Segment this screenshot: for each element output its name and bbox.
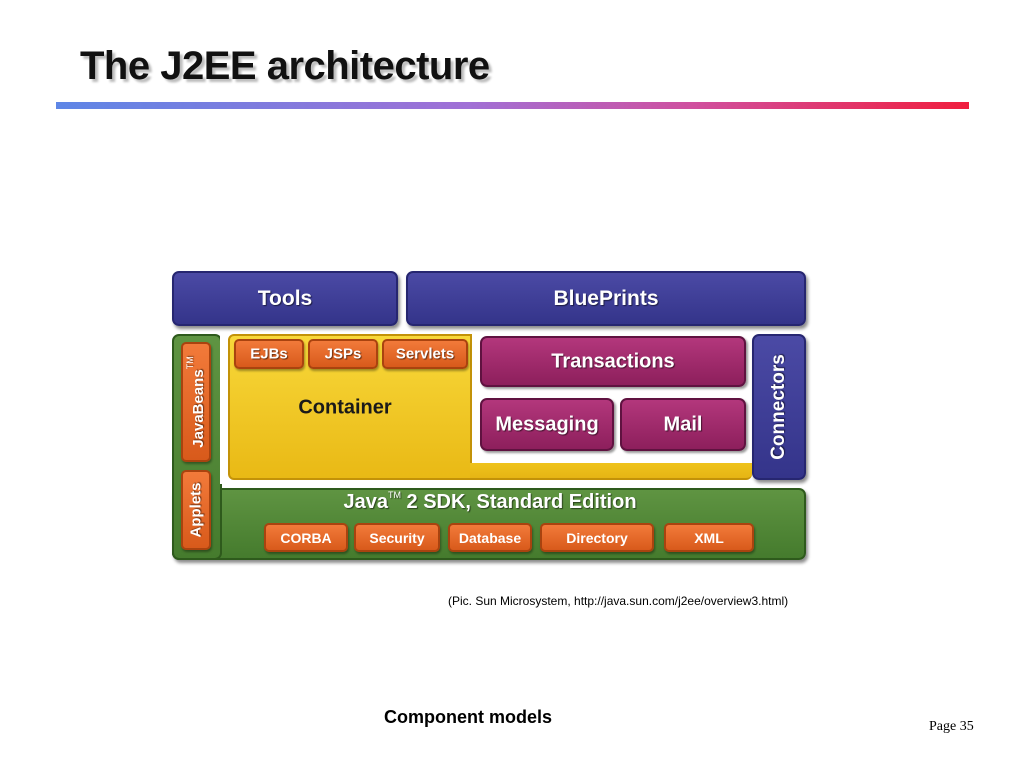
messaging-block: Messaging (480, 398, 614, 451)
corba-block: CORBA (264, 523, 348, 552)
database-block: Database (448, 523, 532, 552)
jsps-block: JSPs (308, 339, 378, 369)
tools-block: Tools (172, 271, 398, 326)
connectors-block: Connectors (752, 334, 806, 480)
sdk-trademark: TM (387, 490, 401, 500)
messaging-label: Messaging (495, 413, 599, 435)
database-label: Database (458, 529, 522, 546)
mail-label: Mail (663, 413, 703, 435)
servlets-block: Servlets (382, 339, 468, 369)
directory-label: Directory (566, 529, 628, 546)
container-label: Container (298, 396, 392, 419)
tools-label: Tools (257, 286, 313, 310)
sdk-title: JavaTM 2 SDK, Standard Edition (230, 490, 750, 514)
javabeans-trademark: TM (185, 356, 195, 370)
applets-block: Applets (181, 470, 211, 550)
title-gradient-rule (56, 102, 969, 109)
servlets-label: Servlets (395, 345, 455, 363)
blueprints-label: BluePrints (553, 286, 659, 310)
xml-label: XML (694, 529, 724, 546)
applets-label: Applets (187, 482, 205, 538)
sdk-edition-label: 2 SDK, Standard Edition (400, 491, 637, 513)
security-block: Security (354, 523, 440, 552)
javabeans-block: JavaBeansTM (181, 342, 211, 462)
javabeans-label: JavaBeansTM (185, 356, 207, 448)
corba-label: CORBA (280, 529, 332, 546)
image-caption: (Pic. Sun Microsystem, http://java.sun.c… (448, 594, 789, 608)
directory-block: Directory (540, 523, 654, 552)
page-number: Page 35 (929, 719, 974, 734)
sdk-java-label: Java (343, 491, 388, 513)
mail-block: Mail (620, 398, 746, 451)
security-label: Security (369, 529, 425, 546)
ejbs-label: EJBs (250, 345, 288, 363)
xml-block: XML (664, 523, 754, 552)
transactions-label: Transactions (551, 350, 675, 372)
slide-title: The J2EE architecture (80, 44, 490, 88)
left-column-gap (220, 334, 226, 484)
container-base-strip (470, 463, 752, 480)
connectors-label: Connectors (768, 354, 789, 460)
ejbs-block: EJBs (234, 339, 304, 369)
blueprints-block: BluePrints (406, 271, 806, 326)
transactions-block: Transactions (480, 336, 746, 387)
jsps-label: JSPs (324, 345, 362, 363)
j2ee-architecture-diagram: Tools BluePrints Connectors JavaBeansTM … (170, 268, 810, 564)
footer-label: Component models (384, 707, 553, 727)
